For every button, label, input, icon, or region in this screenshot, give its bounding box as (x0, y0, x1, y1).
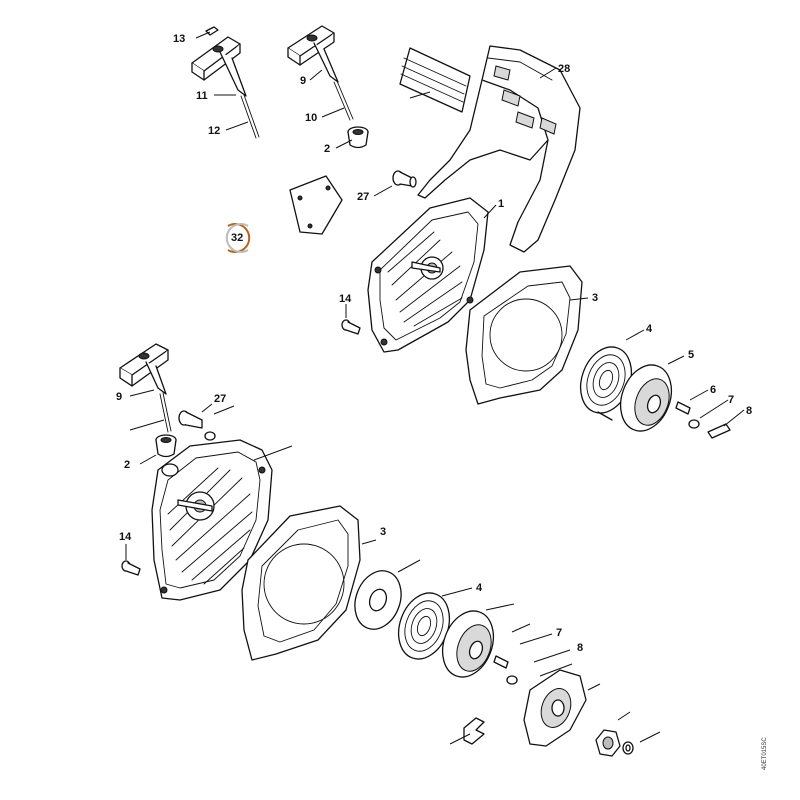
screw-27-bottom (178, 410, 216, 441)
cover-3-top (465, 265, 583, 405)
rope-guide-bush-bottom (155, 434, 177, 458)
clip-bottom (463, 717, 485, 745)
starter-grip-top-left (191, 36, 260, 139)
starter-grip-top (287, 25, 354, 121)
callout-2-top: 2 (324, 143, 330, 155)
washer-small-bottom (622, 741, 634, 755)
cover-3-bottom (241, 505, 361, 661)
decal-plate (289, 175, 343, 235)
callout-8-bottom: 8 (577, 642, 583, 654)
callout-2-bottom: 2 (124, 459, 130, 471)
callout-7-bottom: 7 (556, 627, 562, 639)
callout-4-bottom: 4 (476, 582, 483, 594)
callout-3-top: 3 (592, 292, 598, 304)
callout-labels: 13 11 12 9 10 2 28 27 1 14 3 4 5 6 7 8 9… (116, 33, 752, 654)
pin-13 (205, 26, 219, 36)
nut-bottom (595, 729, 621, 757)
callout-12-top: 12 (208, 125, 220, 137)
screw-14-top (341, 319, 361, 335)
callout-11-top: 11 (196, 90, 208, 102)
rope-guide-bush-top (347, 126, 369, 149)
callout-14-top: 14 (339, 293, 352, 305)
callout-3-bottom: 3 (380, 526, 386, 538)
screw-14-bottom (121, 560, 141, 576)
callout-4-top: 4 (646, 323, 653, 335)
starter-grip-bottom (119, 343, 172, 433)
pawl-carrier-8 (523, 669, 587, 747)
clip-8-top (707, 423, 731, 439)
screw-27-top (392, 170, 417, 188)
tightening-torque-badge: 32 (225, 223, 251, 253)
callout-1: 1 (498, 198, 504, 210)
badge-label: 32 (231, 232, 243, 244)
callout-14-bottom: 14 (119, 531, 132, 543)
callout-6-top: 6 (710, 384, 716, 396)
washer-disc (354, 570, 402, 630)
leader-lines (125, 31, 745, 745)
callout-27-bottom: 27 (214, 393, 226, 405)
callout-28: 28 (558, 63, 570, 75)
callout-9-bottom: 9 (116, 391, 122, 403)
rope-rotor-5-top (619, 364, 673, 432)
callout-8-top: 8 (746, 405, 752, 417)
pin-bottom (493, 655, 509, 669)
pin-6-top (675, 401, 691, 415)
rewind-spring-4-bottom (397, 592, 451, 660)
callout-13-top: 13 (173, 33, 185, 45)
fan-housing-1 (367, 197, 489, 353)
washer-7-top (688, 419, 700, 429)
callout-5-top: 5 (688, 349, 694, 361)
fan-housing-bottom (151, 439, 273, 601)
callout-27-top: 27 (357, 191, 369, 203)
callout-7-top: 7 (728, 394, 734, 406)
callout-10-top: 10 (305, 112, 317, 124)
callout-9-top: 9 (300, 75, 306, 87)
rope-rotor-bottom (441, 610, 495, 678)
reference-code: 40ET015SC (762, 737, 768, 770)
hand-guard-28 (399, 45, 581, 253)
washer-7-bottom (506, 675, 518, 685)
